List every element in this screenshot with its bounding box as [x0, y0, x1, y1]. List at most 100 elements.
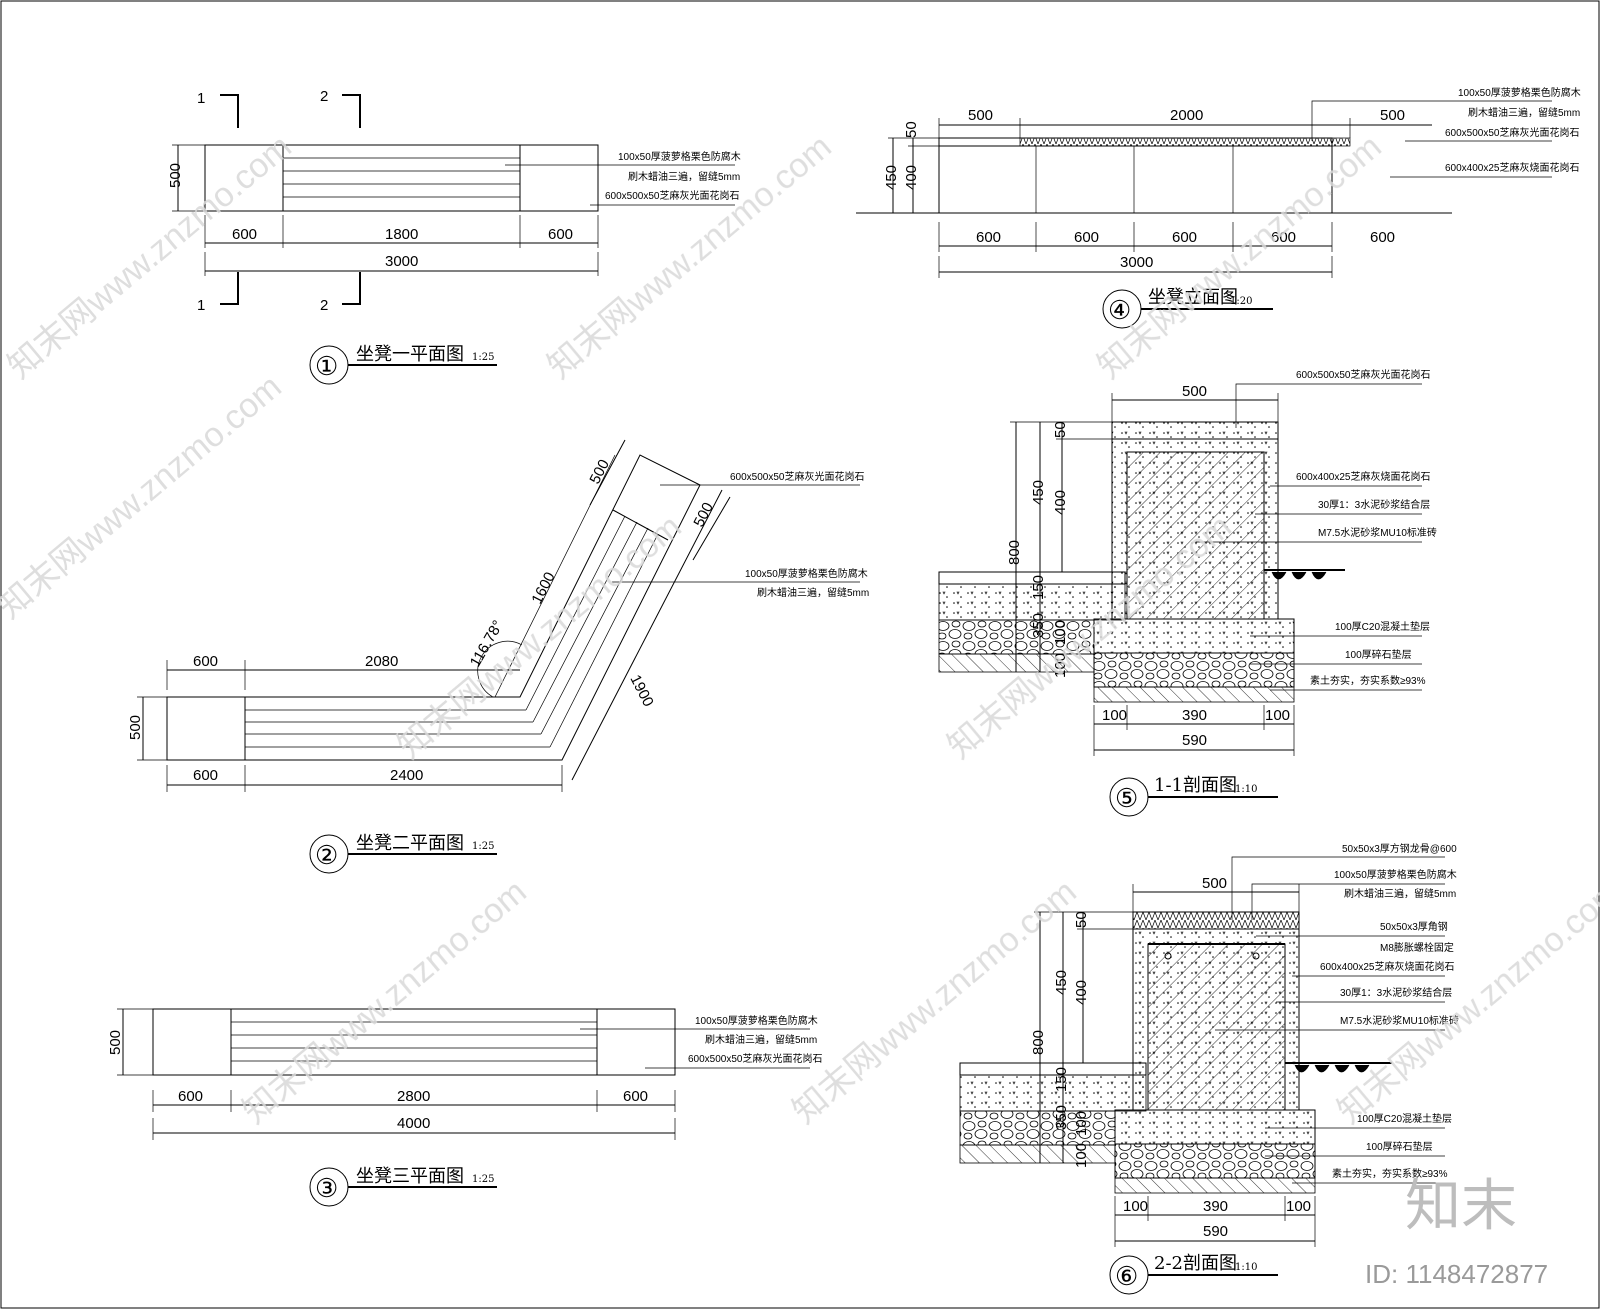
d6-title: 2-2剖面图 [1154, 1253, 1237, 1274]
d5-dim-450: 450 [1030, 480, 1047, 505]
watermark-text: 知末网www.znzmo.com [236, 873, 534, 1132]
d2-title: 坐凳二平面图 [356, 833, 464, 854]
d4-dim-450: 450 [883, 165, 900, 190]
d4-note-wood: 100x50厚菠萝格栗色防腐木 [1458, 86, 1581, 99]
d3-dim-side: 500 [107, 1030, 124, 1055]
d1-note-wood: 100x50厚菠萝格栗色防腐木 [618, 150, 741, 163]
d6-note-wood: 100x50厚菠萝格栗色防腐木 [1334, 868, 1457, 881]
d6-note-cladding: 600x400x25芝麻灰烧面花岗石 [1320, 960, 1455, 973]
d6-dim-800: 800 [1030, 1030, 1047, 1055]
d4-number: ④ [1108, 296, 1131, 326]
d6-brick-core [1147, 943, 1286, 1111]
d3-note-wax: 刷木蜡油三遍，留缝5mm [705, 1033, 817, 1046]
d4-dim-600-5: 600 [1370, 229, 1395, 246]
brand-logo: 知末 [1405, 1174, 1517, 1239]
d4-dim-600-4: 600 [1271, 229, 1296, 246]
d1-title: 坐凳一平面图 [356, 344, 464, 365]
d6-wood-top [1132, 911, 1300, 930]
d2-note-wax: 刷木蜡油三遍，留缝5mm [757, 586, 869, 599]
d1-dim-total: 3000 [385, 253, 418, 270]
watermark-text: 知末网www.znzmo.com [0, 368, 289, 627]
d5-dim-100-right: 100 [1265, 707, 1290, 724]
d5-dim-50: 50 [1052, 421, 1069, 438]
d2-dim-2400: 2400 [390, 767, 423, 784]
d5-note-mortar: 30厚1：3水泥砂浆结合层 [1318, 498, 1430, 511]
d2-note-granite: 600x500x50芝麻灰光面花岗石 [730, 470, 865, 483]
d3-scale: 1:25 [472, 1174, 494, 1185]
d6-dim-100-b: 100 [1073, 1143, 1090, 1168]
d5-note-soil: 素土夯实，夯实系数≥93% [1310, 674, 1426, 687]
d5-note-concrete: 100厚C20混凝土垫层 [1335, 620, 1430, 633]
d6-dim-390: 390 [1203, 1198, 1228, 1215]
d4-dim-600-2: 600 [1074, 229, 1099, 246]
d5-note-cladding: 600x400x25芝麻灰烧面花岗石 [1296, 470, 1431, 483]
drawing-1-bench-plan: 1 2 1 2 500 600 1800 600 3000 100x50厚菠萝格… [167, 88, 741, 385]
drawing-2-bench-plan: 600 2080 600 2400 500 116.78° 1600 1900 … [127, 439, 869, 874]
d2-dim-600-top: 600 [193, 653, 218, 670]
d6-note-angle-steel: 50x50x3厚角钢 [1380, 920, 1448, 933]
d1-scale: 1:25 [472, 352, 494, 363]
d1-note-wax: 刷木蜡油三遍，留缝5mm [628, 170, 740, 183]
d6-dim-590: 590 [1203, 1223, 1228, 1240]
d4-dim-3000: 3000 [1120, 254, 1153, 271]
d4-title: 坐凳立面图 [1148, 287, 1238, 308]
d4-dim-500-right: 500 [1380, 107, 1405, 124]
d6-note-wax: 刷木蜡油三遍，留缝5mm [1344, 887, 1456, 900]
drawing-6-section-2-2: 50 400 450 800 150 350 100 100 500 100 3… [959, 842, 1459, 1295]
d6-dim-50: 50 [1073, 911, 1090, 928]
d2-number: ② [315, 841, 338, 871]
d6-dim-450: 450 [1053, 970, 1070, 995]
d5-dim-100-left: 100 [1102, 707, 1127, 724]
d6-dim-100-left: 100 [1123, 1198, 1148, 1215]
watermark-text: 知末网www.znzmo.com [541, 128, 839, 387]
drawing-3-bench-plan: 500 600 2800 600 4000 100x50厚菠萝格栗色防腐木 刷木… [107, 1008, 823, 1207]
d6-note-steel-keel: 50x50x3厚方钢龙骨@600 [1342, 842, 1457, 855]
drawing-4-bench-elevation: 500 2000 500 50 400 450 600 600 600 600 … [856, 86, 1581, 329]
d4-dim-400: 400 [903, 165, 920, 190]
d5-title: 1-1剖面图 [1154, 775, 1237, 796]
d2-dim-600-bottom: 600 [193, 767, 218, 784]
d2-dim-2080: 2080 [365, 653, 398, 670]
d2-scale: 1:25 [472, 841, 494, 852]
watermark-text: 知末网www.znzmo.com [391, 508, 689, 767]
d5-brick-core [1126, 451, 1265, 620]
d4-dim-600-3: 600 [1172, 229, 1197, 246]
d3-dim-4000: 4000 [397, 1115, 430, 1132]
d3-dim-600-left: 600 [178, 1088, 203, 1105]
d6-dim-500: 500 [1202, 875, 1227, 892]
d3-note-granite: 600x500x50芝麻灰光面花岗石 [688, 1052, 823, 1065]
d5-scale: 1:10 [1235, 784, 1257, 795]
d5-note-brick: M7.5水泥砂浆MU10标准砖 [1318, 526, 1437, 539]
d1-note-granite: 600x500x50芝麻灰光面花岗石 [605, 189, 740, 202]
d5-number: ⑤ [1115, 784, 1138, 814]
d2-dim-side: 500 [127, 715, 144, 740]
d1-dim-600-right: 600 [548, 226, 573, 243]
d5-dim-590: 590 [1182, 732, 1207, 749]
d6-dim-400: 400 [1073, 980, 1090, 1005]
d5-note-gravel: 100厚碎石垫层 [1345, 648, 1412, 661]
d3-dim-2800: 2800 [397, 1088, 430, 1105]
d5-dim-100-b: 100 [1052, 653, 1069, 678]
d4-wood-top [1019, 137, 1351, 147]
section-mark-2-bottom: 2 [320, 297, 328, 314]
d4-dim-600-1: 600 [976, 229, 1001, 246]
d4-dim-500-left: 500 [968, 107, 993, 124]
d3-title: 坐凳三平面图 [356, 1166, 464, 1187]
d6-scale: 1:10 [1235, 1262, 1257, 1273]
d4-note-wax: 刷木蜡油三遍，留缝5mm [1468, 106, 1580, 119]
d1-dim-600-left: 600 [232, 226, 257, 243]
d5-dim-500: 500 [1182, 383, 1207, 400]
d5-granite-cap [1111, 421, 1279, 440]
d5-dim-150: 150 [1030, 575, 1047, 600]
image-id: ID: 1148472877 [1365, 1259, 1548, 1289]
d6-note-gravel: 100厚碎石垫层 [1366, 1140, 1433, 1153]
d3-number: ③ [315, 1174, 338, 1204]
d6-dim-150: 150 [1053, 1067, 1070, 1092]
d2-dim-1900: 1900 [626, 672, 656, 709]
d5-dim-800: 800 [1006, 540, 1023, 565]
d5-note-cap: 600x500x50芝麻灰光面花岗石 [1296, 368, 1431, 381]
d5-dim-100-a: 100 [1052, 620, 1069, 645]
